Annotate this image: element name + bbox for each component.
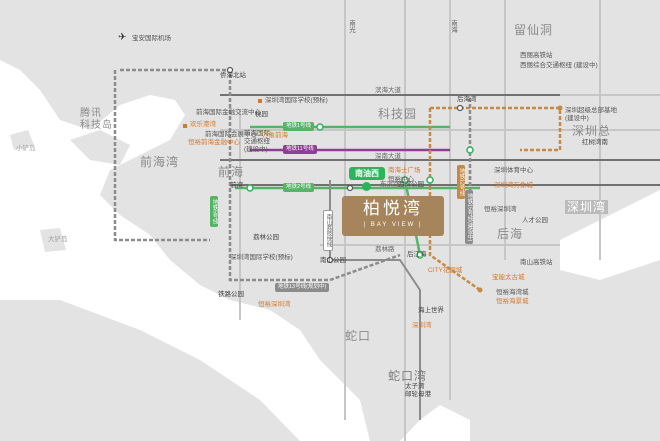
poi-pk21: 西丽综合交通枢纽 (建设中) bbox=[520, 62, 598, 69]
airport-label: 宝安国际机场 bbox=[132, 35, 171, 42]
metro-line12-label: 地铁12号线 bbox=[457, 165, 465, 200]
station-houjiangyu: 后江海 bbox=[407, 251, 427, 258]
road-shennan: 深南大道 bbox=[375, 153, 401, 160]
brand-name-cn: 柏悦湾 bbox=[363, 199, 423, 219]
poi-pk5: 恒裕前海金融中心 bbox=[188, 139, 240, 146]
district-shenzhenzong: 深圳总 bbox=[572, 124, 612, 138]
poi-pk11: 深圳湾万象城 bbox=[494, 182, 533, 189]
district-shenzhenwan: 深圳湾 bbox=[565, 200, 609, 214]
poi-pk2: 前海国际金融交流中心 bbox=[196, 109, 261, 116]
district-kejiyuan: 科技园 bbox=[378, 107, 418, 121]
nanshan-line-label: 南山荔枝快线 bbox=[323, 210, 333, 251]
station-haishang: 海上世界 bbox=[418, 307, 444, 314]
brand-name-en: | BAY VIEW | bbox=[363, 221, 423, 228]
island-dachan: 大铲岛 bbox=[48, 236, 68, 243]
poi-pk6: 前海国际 交通枢纽 (建设中) bbox=[244, 130, 270, 153]
poi-pk1: 深圳湾国际学校(预标) bbox=[265, 97, 328, 104]
east-water bbox=[560, 190, 660, 280]
poi-pk20: 西丽高铁站 bbox=[520, 52, 553, 59]
road-nanhai: 南海 bbox=[449, 20, 457, 33]
metro-line-orange-2 bbox=[428, 108, 481, 292]
poi-pk24: 深圳湾 bbox=[412, 322, 432, 329]
metro-line2-label: 地铁2号线 bbox=[283, 183, 315, 192]
station-qiaohai: 侨海北站 bbox=[220, 72, 246, 79]
poi-pk10: 深圳体育中心 bbox=[494, 167, 533, 174]
metro-line11-label: 地铁11号线 bbox=[283, 145, 317, 154]
district-liuxianhe: 留仙洞 bbox=[514, 23, 554, 37]
station-taoyuan: 桃园 bbox=[255, 111, 268, 118]
road-nanguang: 南光 bbox=[347, 20, 355, 33]
district-shekou: 蛇口 bbox=[345, 329, 372, 343]
station-taiziwan: 太子湾 邮轮母港 bbox=[405, 383, 431, 398]
station-houhaiwan: 后海湾 bbox=[457, 96, 477, 103]
poi-pk7: 万象前海 bbox=[262, 132, 288, 139]
poi-pk8: 南海士广场 bbox=[388, 167, 421, 174]
district-qianhaiwan: 前海湾 bbox=[140, 155, 180, 169]
station-shekou-park: 铁路公园 bbox=[218, 291, 244, 298]
poi-pk15: 恒裕海湾城 bbox=[496, 289, 529, 296]
poi-marker bbox=[183, 124, 187, 128]
poi-pk17: CITY花园城 bbox=[428, 267, 463, 274]
station-qianwan: 前湾 bbox=[230, 182, 243, 189]
station-nanshan-park: 南山公园 bbox=[320, 257, 346, 264]
road-lilin: 荔林路 bbox=[375, 246, 395, 253]
metro-line-grey-2 bbox=[113, 70, 210, 242]
poi-pk14: 宝能太古城 bbox=[492, 274, 525, 281]
district-qianhai: 前海 bbox=[218, 165, 245, 179]
metro-line-orange bbox=[430, 106, 562, 152]
poi-pk19: 恒裕深圳湾 bbox=[258, 301, 291, 308]
station-lishan: 荔林公园 bbox=[253, 234, 279, 241]
island-xiaochan: 小铲岛 bbox=[16, 145, 36, 152]
metro-line5-label: 地铁5号线 bbox=[210, 196, 218, 228]
poi-pk3: 欢乐港湾 bbox=[190, 121, 216, 128]
metro-line13-label: 地铁13号线(规划中) bbox=[275, 283, 330, 292]
brand-card[interactable]: 柏悦湾 | BAY VIEW | bbox=[342, 196, 444, 236]
road-binhai: 滨海大道 bbox=[375, 87, 401, 94]
poi-marker bbox=[258, 99, 262, 103]
metro-station-icon bbox=[362, 182, 371, 191]
road-dongbin: 东滨路 bbox=[380, 181, 400, 188]
poi-pk22: 深圳超级总部基地 (建设中) bbox=[565, 107, 617, 122]
poi-pk18: 深圳湾国际学校(预标) bbox=[230, 254, 293, 261]
dachan-island bbox=[40, 228, 66, 252]
poi-pk12: 恒裕深圳湾 bbox=[484, 206, 517, 213]
station-xiwanpark: 西湾公园 bbox=[398, 181, 424, 188]
poi-pk25: 南山高铁站 bbox=[520, 259, 553, 266]
station-hongshuwan: 红树湾南 bbox=[582, 139, 608, 146]
southern-land bbox=[0, 300, 300, 441]
airplane-icon: ✈ bbox=[118, 32, 127, 43]
district-houhai: 后海 bbox=[497, 227, 524, 241]
poi-pk13: 人才公园 bbox=[522, 217, 548, 224]
poi-pk4: 前海国际会展中心 bbox=[205, 131, 257, 138]
xiaochan-island bbox=[10, 130, 34, 150]
poi-pk16: 恒裕海景城 bbox=[496, 298, 529, 305]
metro-line15-label: 地铁15号线(建设中) bbox=[465, 190, 473, 245]
hub-station-nanyouxi[interactable]: 南油西 bbox=[349, 167, 385, 180]
district-shekouwan: 蛇口湾 bbox=[388, 369, 428, 383]
island-tencent: 腾讯 科技岛 bbox=[80, 108, 113, 131]
poi-pk9: 恒裕中心 bbox=[388, 176, 414, 183]
metro-line1-label: 地铁1号线 bbox=[283, 122, 315, 131]
metro-line-grey bbox=[120, 68, 401, 282]
